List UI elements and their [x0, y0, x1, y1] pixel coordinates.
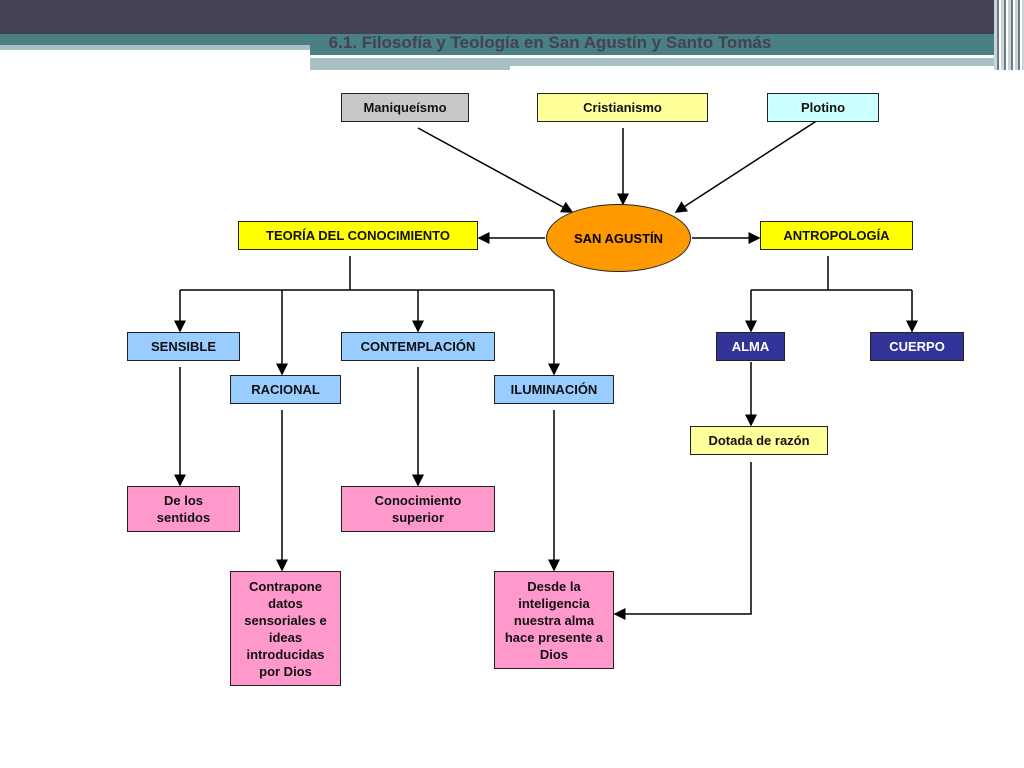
node-cuerpo: CUERPO: [870, 332, 964, 361]
node-plotino: Plotino: [767, 93, 879, 122]
node-alma: ALMA: [716, 332, 785, 361]
node-de-los-sentidos: De los sentidos: [127, 486, 240, 532]
node-racional: RACIONAL: [230, 375, 341, 404]
node-sensible: SENSIBLE: [127, 332, 240, 361]
node-cristianismo: Cristianismo: [537, 93, 708, 122]
node-conocimiento-superior: Conocimiento superior: [341, 486, 495, 532]
node-san-agustin: SAN AGUSTÍN: [546, 204, 691, 272]
node-contemplacion: CONTEMPLACIÓN: [341, 332, 495, 361]
node-desde-la-inteligencia: Desde la inteligencia nuestra alma hace …: [494, 571, 614, 669]
header-decoration: [994, 0, 1024, 70]
node-antropologia: ANTROPOLOGÍA: [760, 221, 913, 250]
header-bar: [0, 0, 1024, 34]
header-stripe-right: [310, 58, 510, 70]
header-band: [0, 34, 1000, 45]
node-iluminacion: ILUMINACIÓN: [494, 375, 614, 404]
node-maniqueismo: Maniqueísmo: [341, 93, 469, 122]
header-stripe: [0, 45, 310, 50]
slide-title: 6.1. Filosofía y Teología en San Agustín…: [328, 33, 772, 52]
header-stripe-right-2: [510, 58, 995, 66]
header-band-right: [310, 45, 1000, 55]
node-dotada-razon: Dotada de razón: [690, 426, 828, 455]
node-teoria-conocimiento: TEORÍA DEL CONOCIMIENTO: [238, 221, 478, 250]
node-contrapone: Contrapone datos sensoriales e ideas int…: [230, 571, 341, 686]
